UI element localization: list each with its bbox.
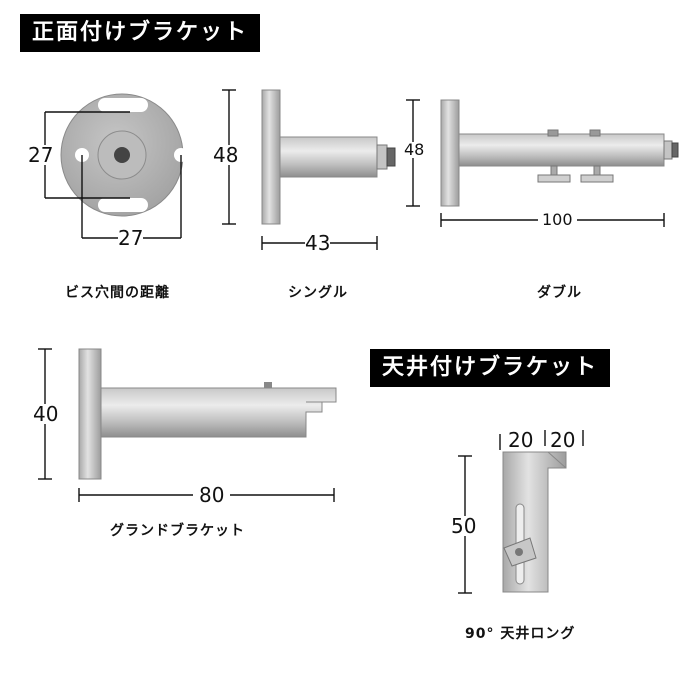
screw-plate-front-view	[44, 93, 188, 239]
grand-bracket-side-view	[38, 348, 337, 502]
screw-pitch-caption: ビス穴間の距離	[65, 285, 170, 301]
grand-caption: グランドブラケット	[110, 523, 245, 539]
ceiling-long-bracket-view	[458, 430, 584, 594]
double-height-dim: 48	[404, 140, 425, 159]
screw-pitch-horizontal-dim: 27	[118, 226, 144, 250]
double-length-dim: 100	[538, 212, 577, 228]
single-length-dim: 43	[305, 231, 331, 255]
ceiling-top-dim-a: 20	[508, 428, 534, 452]
single-bracket-side-view	[222, 89, 396, 250]
single-caption: シングル	[288, 285, 348, 301]
wall-bracket-title: 正面付けブラケット	[20, 14, 261, 52]
grand-length-dim: 80	[193, 485, 231, 505]
screw-pitch-vertical-dim: 27	[28, 143, 54, 167]
ceiling-bracket-title: 天井付けブラケット	[370, 349, 611, 387]
double-caption: ダブル	[537, 285, 582, 301]
ceiling-height-dim: 50	[451, 514, 477, 538]
single-height-dim: 48	[213, 143, 239, 167]
ceiling-top-dim-b: 20	[550, 428, 576, 452]
double-bracket-side-view	[406, 99, 679, 227]
grand-height-dim: 40	[33, 402, 59, 426]
ceiling-long-caption: 90° 天井ロング	[465, 626, 576, 642]
